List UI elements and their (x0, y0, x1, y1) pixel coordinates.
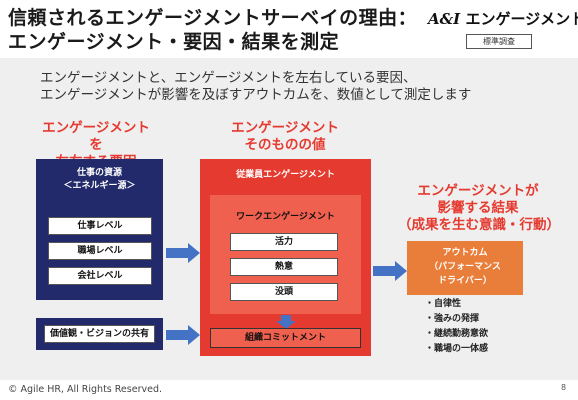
intro-line-2: エンゲージメントが影響を及ぼすアウトカムを、数値として測定します (40, 87, 472, 103)
brand-logo: A&I エンゲージメント 標準調査 (428, 8, 578, 49)
brand-name: A&I エンゲージメント (428, 8, 578, 29)
center-heading: エンゲージメント そのものの値 (205, 120, 365, 154)
center-heading-line-2: そのものの値 (244, 137, 326, 153)
outcome-bullet-list: ・自律性 ・強みの発揮 ・継続勤務意欲 ・職場の一体感 (425, 297, 488, 357)
outcome-line-1: アウトカム (442, 248, 488, 258)
job-resources-box: 仕事の資源 ＜エネルギー源＞ 仕事レベル 職場レベル 会社レベル (36, 159, 163, 300)
title-line-2: エンゲージメント・要因・結果を測定 (8, 31, 340, 53)
level-box-work: 仕事レベル (48, 217, 152, 235)
outcome-line-3: ドライバー） (438, 276, 492, 286)
shared-values-box: 価値観・ビジョンの共有 (36, 318, 163, 350)
outcome-box: アウトカム （パフォーマンス ドライバー） (407, 241, 523, 295)
brand-ai: A&I (428, 10, 461, 28)
engagement-item-vigor: 活力 (230, 233, 338, 251)
shared-values-label: 価値観・ビジョンの共有 (44, 325, 155, 343)
brand-text: エンゲージメント (465, 10, 578, 28)
right-heading-line-1: エンゲージメントが (417, 183, 539, 199)
outcome-bullet-retention: ・継続勤務意欲 (425, 329, 489, 339)
job-resources-title: 仕事の資源 ＜エネルギー源＞ (36, 167, 163, 193)
arrow-down-to-commitment (276, 314, 296, 329)
work-engagement-title: ワークエンゲージメント (236, 212, 335, 222)
level-box-company: 会社レベル (48, 267, 152, 285)
outcome-bullet-autonomy: ・自律性 (425, 299, 462, 309)
outcome-bullet-unity: ・職場の一体感 (425, 344, 489, 354)
engagement-item-dedication: 熱意 (230, 258, 338, 276)
level-box-workplace: 職場レベル (48, 242, 152, 260)
outcome-bullet-strengths: ・強みの発揮 (425, 314, 480, 324)
brand-sub-badge: 標準調査 (466, 34, 532, 49)
arrow-engagement-to-outcome (373, 261, 407, 281)
employee-engagement-box: 従業員エンゲージメント ワークエンゲージメント 活力 熱意 没頭 組織コミットメ… (200, 159, 371, 356)
job-resources-title-2: ＜エネルギー源＞ (63, 181, 136, 191)
engagement-item-absorption: 没頭 (230, 283, 338, 301)
intro-line-1: エンゲージメントと、エンゲージメントを左右している要因、 (40, 70, 417, 86)
page-title: 信頼されるエンゲージメントサーベイの理由： エンゲージメント・要因・結果を測定 (8, 6, 417, 54)
employee-engagement-title: 従業員エンゲージメント (236, 170, 335, 180)
page-number: 8 (561, 383, 567, 392)
outcome-line-2: （パフォーマンス (429, 262, 501, 272)
title-line-1: 信頼されるエンゲージメントサーベイの理由： (8, 7, 418, 29)
right-heading-line-3: （成果を生む意識・行動） (398, 217, 560, 233)
arrow-values-to-commitment (166, 325, 200, 345)
org-commitment-box: 組織コミットメント (210, 328, 361, 348)
arrow-resources-to-engagement (166, 243, 200, 263)
work-engagement-box: ワークエンゲージメント 活力 熱意 没頭 (210, 195, 361, 314)
right-heading: エンゲージメントが 影響する結果 （成果を生む意識・行動） (398, 183, 560, 234)
center-heading-line-1: エンゲージメント (231, 120, 339, 136)
copyright: © Agile HR, All Rights Reserved. (8, 384, 162, 395)
intro-text: エンゲージメントと、エンゲージメントを左右している要因、 エンゲージメントが影響… (40, 70, 471, 104)
right-heading-line-2: 影響する結果 (437, 200, 519, 216)
left-heading-line-1: エンゲージメントを (42, 120, 150, 153)
job-resources-title-1: 仕事の資源 (76, 168, 122, 178)
